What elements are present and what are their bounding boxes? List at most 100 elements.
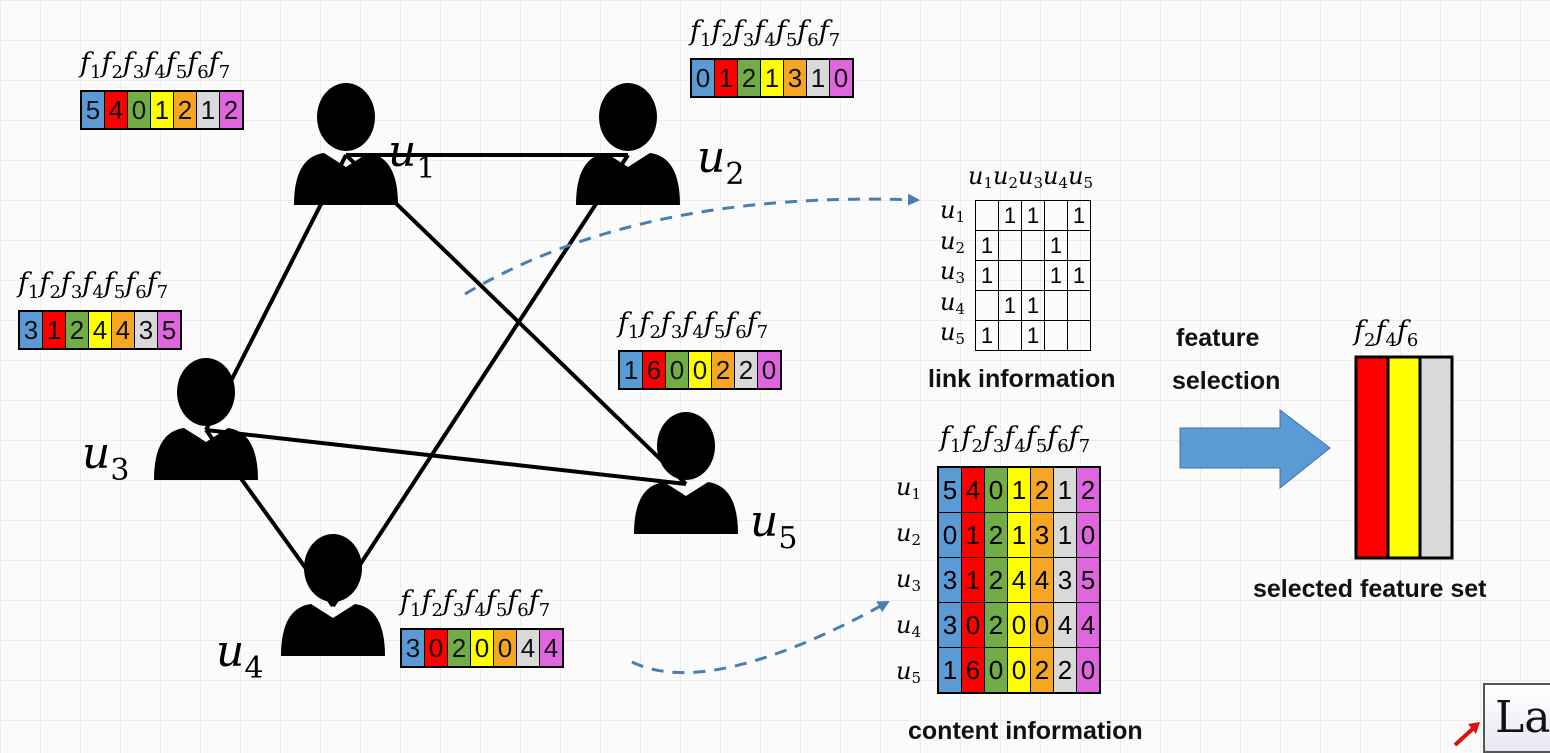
feature-cell: 4 — [105, 92, 128, 128]
content-matrix-row-label: u3 — [896, 565, 922, 595]
user-letter: u — [388, 126, 417, 177]
link-matrix-cell: 1 — [1067, 200, 1091, 231]
feature-label: f4 — [1004, 422, 1026, 457]
content-matrix-row-label: u4 — [896, 611, 922, 641]
link-matrix-cell: 1 — [1044, 230, 1068, 261]
content-dashed-arrow — [631, 600, 890, 675]
feature-cell: 0 — [692, 60, 715, 96]
link-matrix-cell — [998, 320, 1022, 351]
feature-label: f2 — [961, 422, 983, 457]
feature-label: f5 — [165, 48, 188, 83]
link-matrix-cell — [998, 230, 1022, 261]
link-matrix-cell — [1044, 290, 1068, 321]
edge-u1-u5 — [344, 153, 688, 486]
link-matrix-cell — [1021, 260, 1045, 291]
link-matrix-row-label: u2 — [940, 226, 966, 257]
link-matrix-cell: 1 — [1021, 320, 1045, 351]
feature-cell: 2 — [448, 630, 471, 666]
feature-label: f4 — [144, 48, 166, 83]
content-matrix-cell: 0 — [984, 466, 1008, 513]
feature-label: f5 — [703, 308, 726, 343]
content-matrix-cell: 3 — [937, 602, 962, 648]
link-matrix-cell: 1 — [1044, 260, 1068, 291]
feature-cell: 0 — [830, 60, 852, 96]
feature-label: f1 — [400, 586, 422, 621]
feature-label: f6 — [797, 16, 819, 51]
content-matrix-cell: 4 — [1076, 602, 1101, 648]
feature-cell: 1 — [761, 60, 784, 96]
selected-bar-f2 — [1354, 355, 1390, 560]
content-matrix-cell: 0 — [1076, 512, 1101, 558]
feature-label: f1 — [940, 422, 962, 457]
content-matrix-cell: 0 — [1076, 647, 1101, 694]
feature-label: f2 — [639, 308, 661, 343]
feature-cell: 0 — [689, 352, 712, 388]
link-matrix-cell: 1 — [1021, 290, 1045, 321]
feature-cell: 1 — [43, 312, 66, 348]
feature-cell: 4 — [89, 312, 112, 348]
feature-label: f1 — [80, 48, 102, 83]
user-silhouette-icon — [294, 83, 398, 205]
feature-label: f4 — [754, 16, 776, 51]
content-matrix-cell: 0 — [961, 602, 985, 648]
content-matrix-cell: 0 — [1007, 602, 1031, 648]
content-matrix-cell: 4 — [1007, 557, 1031, 603]
link-matrix-cell — [1044, 320, 1068, 351]
content-matrix-cell: 0 — [1007, 647, 1031, 694]
feature-cell: 0 — [128, 92, 151, 128]
content-matrix-cell: 1 — [961, 512, 985, 558]
column-label: u5 — [1068, 162, 1094, 192]
content-matrix-cell: 1 — [1007, 512, 1031, 558]
feature-label: f6 — [125, 268, 147, 303]
link-information-label: link information — [928, 365, 1116, 393]
feature-label: f7 — [208, 48, 231, 83]
link-matrix-cell — [998, 260, 1022, 291]
edge-u3-u5 — [205, 428, 687, 486]
link-matrix-cell: 1 — [998, 290, 1022, 321]
feature-selection-label-line2: selection — [1172, 367, 1281, 395]
feature-cell: 1 — [620, 352, 643, 388]
feature-cell: 2 — [735, 352, 758, 388]
feature-label: f2 — [1354, 316, 1376, 351]
content-matrix-cell: 2 — [1053, 647, 1077, 694]
feature-cell: 0 — [666, 352, 689, 388]
link-matrix-cell — [975, 290, 999, 321]
user-letter: u — [216, 626, 245, 677]
feature-label: f6 — [1047, 422, 1069, 457]
feature-label: f3 — [660, 308, 683, 343]
feature-cell: 3 — [784, 60, 807, 96]
feature-label: f6 — [1396, 316, 1419, 351]
feature-cell: 3 — [20, 312, 43, 348]
link-matrix-cell: 1 — [975, 260, 999, 291]
feature-cell: 0 — [758, 352, 780, 388]
link-matrix-row-label: u3 — [940, 257, 966, 287]
content-matrix-cell: 3 — [1053, 557, 1077, 603]
feature-label: f7 — [818, 16, 841, 51]
feature-header-row: f1f2f3f4f5f6f7 — [18, 268, 168, 303]
feature-label: f5 — [485, 586, 508, 621]
feature-label: f3 — [982, 422, 1005, 457]
feature-label: f4 — [682, 308, 704, 343]
feature-label: f2 — [421, 586, 443, 621]
feature-cell: 2 — [220, 92, 242, 128]
feature-cell: 5 — [158, 312, 180, 348]
selected-bar-f4 — [1386, 355, 1422, 560]
content-matrix-cell: 0 — [1030, 602, 1054, 648]
content-matrix-row-label: u2 — [896, 519, 922, 549]
content-matrix-cell: 5 — [1076, 557, 1101, 603]
user-label-u3: u3 — [82, 428, 129, 488]
feature-cell: 1 — [151, 92, 174, 128]
user-label-u1: u1 — [388, 126, 435, 186]
user-label-u2: u2 — [697, 132, 744, 192]
user-letter: u — [697, 132, 726, 183]
user-silhouette-icon — [634, 412, 738, 534]
feature-label: f7 — [746, 308, 769, 343]
content-matrix-cell: 4 — [1053, 602, 1077, 648]
